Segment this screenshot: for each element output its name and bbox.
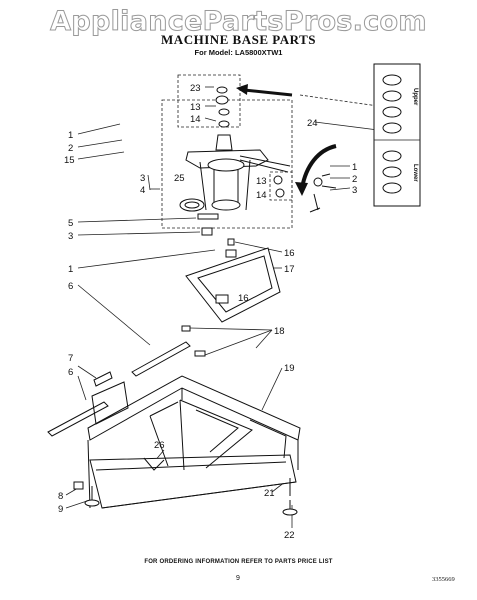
callout: 1: [68, 130, 73, 141]
machine-base-frame: [87, 375, 301, 509]
callout: 22: [284, 530, 295, 541]
model-number: For Model: LA5800XTW1: [194, 48, 283, 57]
callout-labels: 1 2 15 3 4 25 5 3 1 6 7 6 8 9 23 13 14 2…: [58, 83, 357, 541]
callout: 23: [190, 83, 201, 94]
callout: 21: [264, 488, 275, 499]
callout: 7: [68, 353, 73, 364]
callout: 14: [256, 190, 267, 201]
watermark: AppliancePartsPros.com: [50, 6, 427, 38]
callout: 25: [174, 173, 185, 184]
callout: 13: [190, 102, 201, 113]
diagram-title: MACHINE BASE PARTS: [161, 32, 316, 47]
callout: 3: [140, 173, 145, 184]
mounting-brackets: [47, 325, 206, 437]
callout: 2: [68, 143, 73, 154]
callout: 9: [58, 504, 63, 515]
callout: 1: [68, 264, 73, 275]
inset-box: Upper Lower: [373, 63, 421, 207]
callout: 17: [284, 264, 295, 275]
callout: 5: [68, 218, 73, 229]
callout: 16: [284, 248, 295, 259]
document-code: 3355669: [432, 576, 455, 583]
callout: 3: [352, 185, 357, 196]
callout: 3: [68, 231, 73, 242]
inset-upper-label: Upper: [412, 88, 418, 106]
callout: 8: [58, 491, 63, 502]
callout: 18: [274, 326, 285, 337]
callout: 16: [238, 293, 249, 304]
callout: 26: [154, 440, 165, 451]
page-number: 9: [236, 575, 240, 582]
callout: 6: [68, 367, 73, 378]
callout: 4: [140, 185, 145, 196]
inset-lower-label: Lower: [412, 164, 418, 182]
leader-lines: [65, 86, 379, 528]
callout: 15: [64, 155, 75, 166]
callout: 19: [284, 363, 295, 374]
callout: 24: [307, 118, 318, 129]
ordering-info-footer: FOR ORDERING INFORMATION REFER TO PARTS …: [144, 559, 333, 565]
base-plate: [185, 238, 281, 323]
callout: 14: [190, 114, 201, 125]
leveling-feet: [73, 481, 298, 516]
callout: 2: [352, 174, 357, 185]
callout: 1: [352, 162, 357, 173]
callout: 6: [68, 281, 73, 292]
callout: 13: [256, 176, 267, 187]
transmission-assembly: [161, 74, 337, 236]
